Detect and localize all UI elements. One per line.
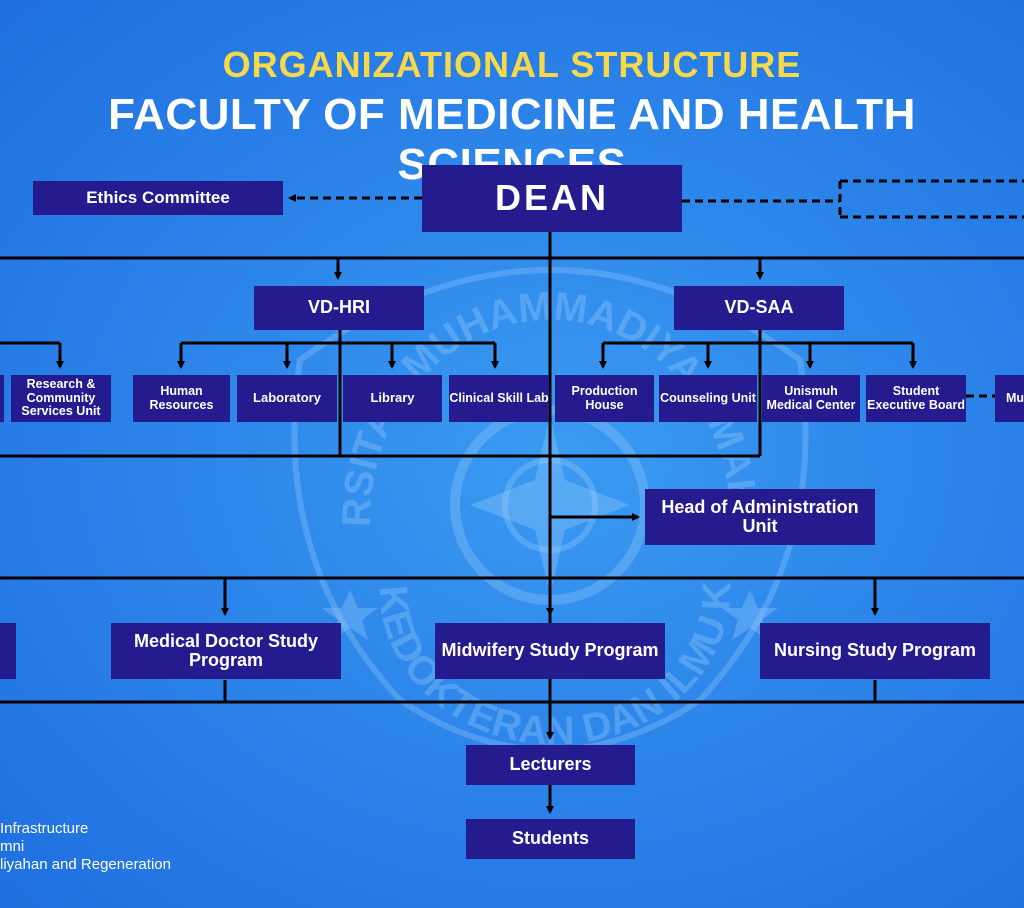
human-resources-box: Human Resources <box>133 375 230 422</box>
legend: Infrastructure mni liyahan and Regenerat… <box>0 820 171 874</box>
nursing-program-box: Nursing Study Program <box>760 623 990 679</box>
vd-saa-box: VD-SAA <box>674 286 844 330</box>
chart-title: ORGANIZATIONAL STRUCTURE <box>222 44 802 85</box>
unismuh-medical-center-box: Unismuh Medical Center <box>762 375 860 422</box>
head-of-administration-box: Head of Administration Unit <box>645 489 875 545</box>
counseling-unit-box: Counseling Unit <box>659 375 757 422</box>
vd-hri-box: VD-HRI <box>254 286 424 330</box>
library-box: Library <box>343 375 442 422</box>
clinical-skill-lab-box: Clinical Skill Lab <box>449 375 549 422</box>
medical-doctor-program-box: Medical Doctor Study Program <box>111 623 341 679</box>
student-executive-board-box: Student Executive Board <box>866 375 966 422</box>
lecturers-box: Lecturers <box>466 745 635 785</box>
legend-line-2: mni <box>0 838 25 855</box>
dean-box: DEAN <box>422 165 682 232</box>
laboratory-box: Laboratory <box>237 375 337 422</box>
legend-line-3: liyahan and Regeneration <box>0 856 171 873</box>
production-house-box: Production House <box>555 375 654 422</box>
research-community-services-box: Research & Community Services Unit <box>11 375 111 422</box>
cut-left-program-box <box>0 623 16 679</box>
legend-line-1: Infrastructure <box>0 820 89 837</box>
chart-subtitle: FACULTY OF MEDICINE AND HEALTH SCIENCES <box>108 90 916 189</box>
midwifery-program-box: Midwifery Study Program <box>435 623 665 679</box>
cut-left-unit-box <box>0 375 4 422</box>
cut-right-unit-box: Mu <box>995 375 1024 422</box>
students-box: Students <box>466 819 635 859</box>
ethics-committee-box: Ethics Committee <box>33 181 283 215</box>
